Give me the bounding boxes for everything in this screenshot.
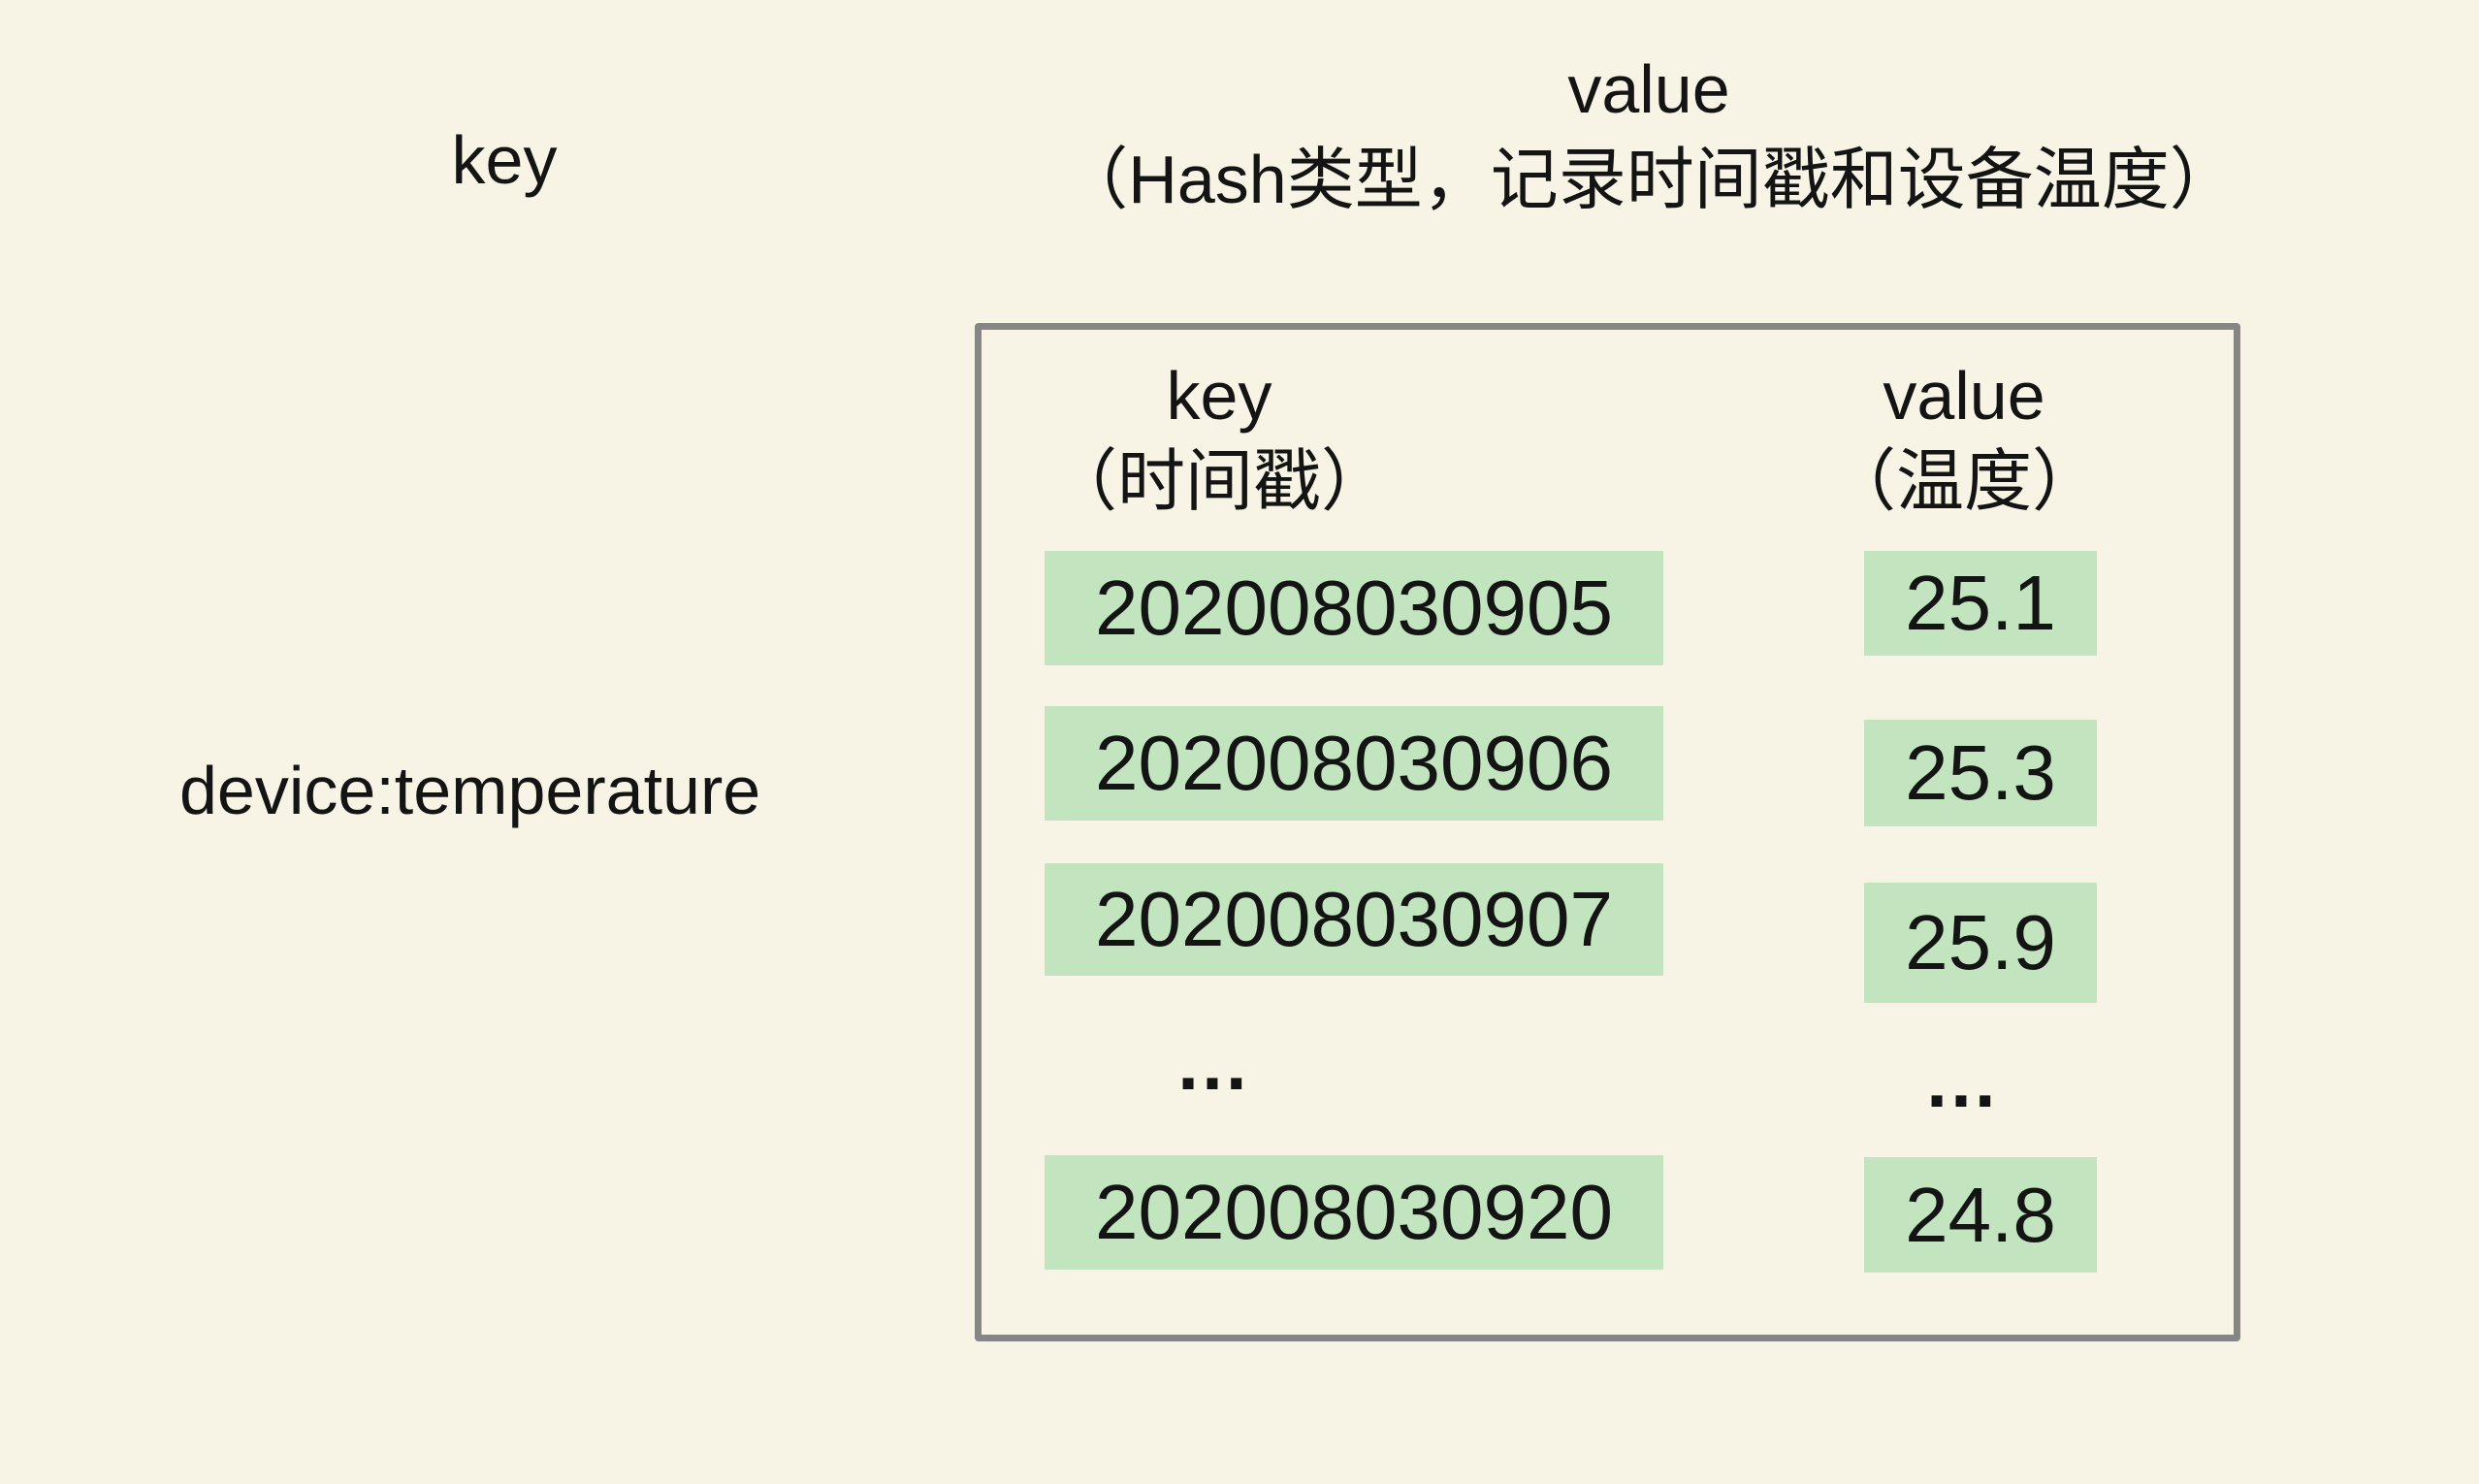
field-cell: 202008030920	[1045, 1155, 1663, 1270]
value-ellipsis: …	[1923, 1038, 2012, 1123]
value-title-line: value	[1567, 51, 1730, 127]
value-column-header-subtitle: （温度）	[1828, 443, 2100, 519]
value-column-title: value （Hash类型，记录时间戳和设备温度）	[989, 45, 2308, 225]
field-cell: 202008030905	[1045, 551, 1663, 665]
value-column-header-title: value	[1883, 358, 2045, 434]
value-subtitle-line: （Hash类型，记录时间戳和设备温度）	[1060, 142, 2238, 217]
field-column-header-subtitle: （时间戳）	[1049, 443, 1389, 519]
field-ellipsis: …	[1175, 1020, 1264, 1106]
redis-key-text: device:temperature	[179, 753, 761, 828]
value-column-header: value （温度）	[1726, 353, 2202, 524]
field-column-header: key （时间戳）	[982, 353, 1457, 524]
value-cell: 25.1	[1864, 551, 2097, 656]
field-cell: 202008030907	[1045, 863, 1663, 976]
value-cell: 24.8	[1864, 1157, 2097, 1273]
field-column-header-title: key	[1166, 358, 1272, 434]
value-cell: 25.9	[1864, 883, 2097, 1003]
field-cell: 202008030906	[1045, 706, 1663, 821]
key-column-label: key	[451, 122, 558, 198]
value-cell: 25.3	[1864, 720, 2097, 826]
hash-value-box: key （时间戳） value （温度） 202008030905 202008…	[975, 323, 2240, 1341]
